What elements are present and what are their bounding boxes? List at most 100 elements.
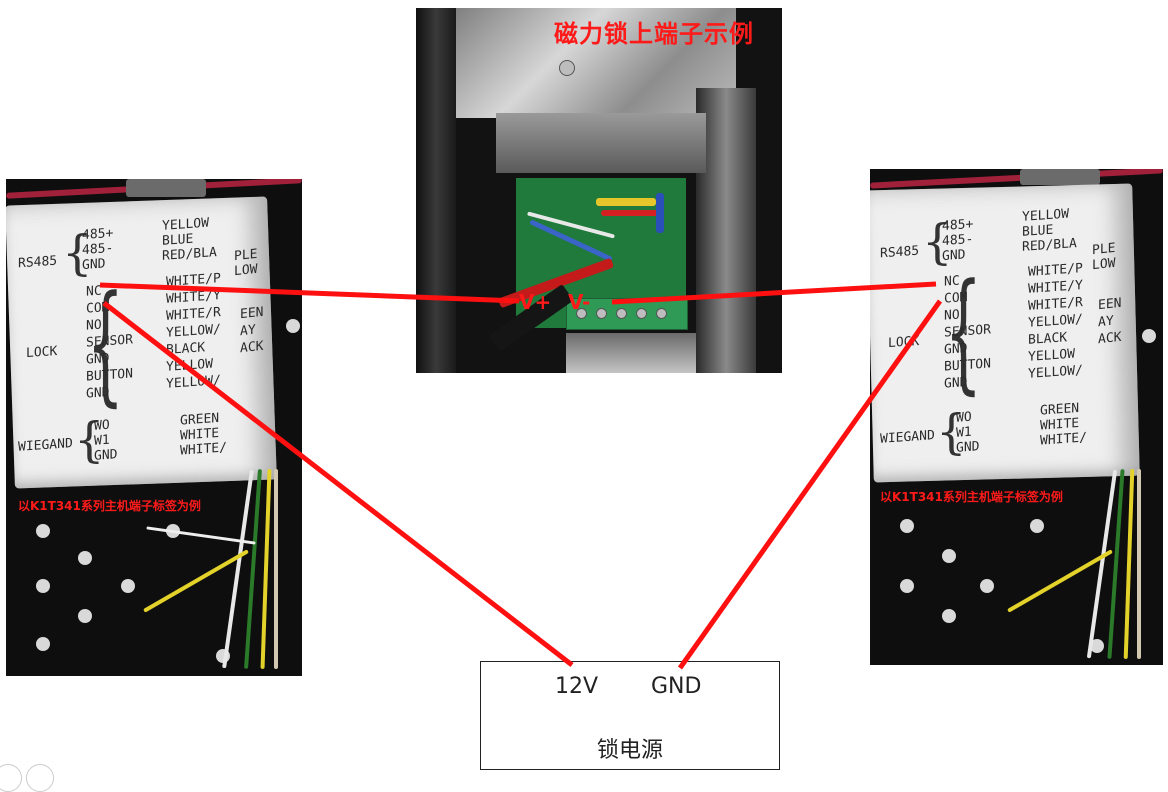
color-label: WHITE/Y: [1028, 278, 1083, 297]
pin-label: W1: [956, 424, 972, 441]
pin-label: BUTTON: [944, 356, 991, 375]
panel-hole: [36, 579, 50, 593]
lock-brace: {: [944, 255, 982, 407]
lock-power-supply-box: 12V GND 锁电源: [480, 661, 780, 770]
color-label: YELLOW: [1022, 206, 1069, 225]
terminal-screw: [576, 308, 587, 319]
red-wire: [601, 210, 661, 216]
rs485-colors: YELLOW BLUE RED/BLA: [1022, 206, 1077, 255]
power-supply-title: 锁电源: [596, 738, 663, 763]
white-wire: [274, 469, 278, 669]
panel-hole: [900, 519, 914, 533]
corner-mark: [0, 764, 22, 792]
color-label: YELLOW/: [166, 373, 221, 392]
wiegand-brace: {: [74, 412, 105, 468]
yellow-wire: [1123, 468, 1135, 660]
left-photo-caption: 以K1T341系列主机端子标签为例: [18, 499, 201, 513]
pin-label: GND: [944, 375, 968, 392]
pin-label: NO: [86, 317, 102, 334]
gray-cable: [126, 179, 206, 197]
lock-pins: NC COM NO SENSOR GND BUTTON GND: [944, 270, 991, 392]
lock-colors: WHITE/P WHITE/Y WHITE/R YELLOW/ BLACK YE…: [166, 270, 221, 393]
panel-hole: [1030, 519, 1044, 533]
color-label: YELLOW: [1028, 346, 1075, 365]
side-label: ACK: [240, 338, 264, 357]
side-label: EEN: [1098, 295, 1122, 314]
wiegand-pins: WO W1 GND: [956, 409, 979, 456]
pin-label: COM: [86, 300, 110, 317]
panel-hole: [36, 637, 50, 651]
pin-label: GND: [94, 447, 118, 464]
rs485-brace: {: [922, 214, 953, 270]
white-wire: [146, 526, 256, 545]
panel-hole: [78, 609, 92, 623]
panel-hole: [980, 579, 994, 593]
terminal-screw: [616, 308, 627, 319]
color-label: BLACK: [1028, 330, 1068, 348]
panel-hole: [900, 579, 914, 593]
side-text: EEN AY ACK: [240, 304, 263, 357]
color-label: YELLOW: [162, 215, 209, 234]
color-label: YELLOW/: [1028, 363, 1083, 382]
magnetic-lock-title: 磁力锁上端子示例: [554, 20, 754, 48]
side-text: PLE LOW: [1092, 241, 1115, 273]
panel-hole: [78, 551, 92, 565]
v-minus-label: V-: [568, 290, 591, 314]
side-text: PLE LOW: [234, 247, 257, 279]
side-label: LOW: [1092, 255, 1116, 274]
pin-label: GND: [86, 385, 110, 402]
yellow-wire: [596, 198, 656, 206]
side-label: AY: [1098, 313, 1114, 331]
color-label: BLACK: [166, 340, 206, 358]
magnetic-lock-photo: [416, 8, 782, 373]
lock-bracket: [496, 113, 706, 173]
lock-group-label: LOCK: [26, 343, 58, 362]
color-label: WHITE/Y: [166, 288, 221, 307]
wiegand-pins: WO W1 GND: [94, 417, 117, 464]
rs485-brace: {: [62, 225, 93, 281]
wiegand-colors: GREEN WHITE WHITE/: [1040, 400, 1087, 449]
panel-hole: [942, 549, 956, 563]
pin-label: W1: [94, 432, 110, 449]
color-label: YELLOW: [166, 356, 213, 375]
pin-label: SENSOR: [86, 332, 133, 351]
rs485-group-label: RS485: [880, 243, 920, 262]
lock-housing-left: [416, 8, 456, 373]
color-label: WHITE/R: [1028, 295, 1083, 314]
panel-hole: [121, 579, 135, 593]
pin-label: NC: [944, 273, 960, 290]
rs485-colors: YELLOW BLUE RED/BLA: [162, 215, 217, 264]
lock-bottom-plate: [566, 333, 696, 373]
side-text: EEN AY ACK: [1098, 295, 1121, 348]
pin-label: GND: [944, 341, 968, 358]
white-wire: [1137, 469, 1141, 659]
yellow-wire: [260, 468, 272, 670]
color-label: WHITE/R: [166, 305, 221, 324]
wiegand-colors: GREEN WHITE WHITE/: [180, 410, 227, 459]
terminal-screw: [656, 308, 667, 319]
pin-label: GND: [86, 351, 110, 368]
side-label: AY: [240, 322, 256, 340]
color-label: WHITE/P: [166, 271, 221, 290]
panel-hole: [1142, 329, 1156, 343]
lock-pins: NC COM NO SENSOR GND BUTTON GND: [86, 280, 133, 402]
pin-label: WO: [956, 409, 972, 426]
panel-hole: [286, 319, 300, 333]
side-label: ACK: [1098, 329, 1122, 348]
terminal-screw: [636, 308, 647, 319]
panel-hole: [36, 524, 50, 538]
lock-group-label: LOCK: [888, 333, 920, 352]
pin-label: 485-: [82, 240, 114, 259]
side-label: LOW: [234, 261, 258, 280]
pin-label: 485-: [942, 231, 974, 250]
blue-wire: [656, 193, 664, 233]
panel-hole: [1090, 639, 1104, 653]
pin-label: NO: [944, 307, 960, 324]
color-label: WHITE/P: [1028, 261, 1083, 280]
pin-label: GND: [956, 439, 980, 456]
v-plus-label: V+: [519, 290, 552, 314]
color-label: YELLOW/: [166, 322, 221, 341]
terminal-screw: [596, 308, 607, 319]
side-label: EEN: [240, 304, 264, 323]
pin-label: NC: [86, 283, 102, 300]
